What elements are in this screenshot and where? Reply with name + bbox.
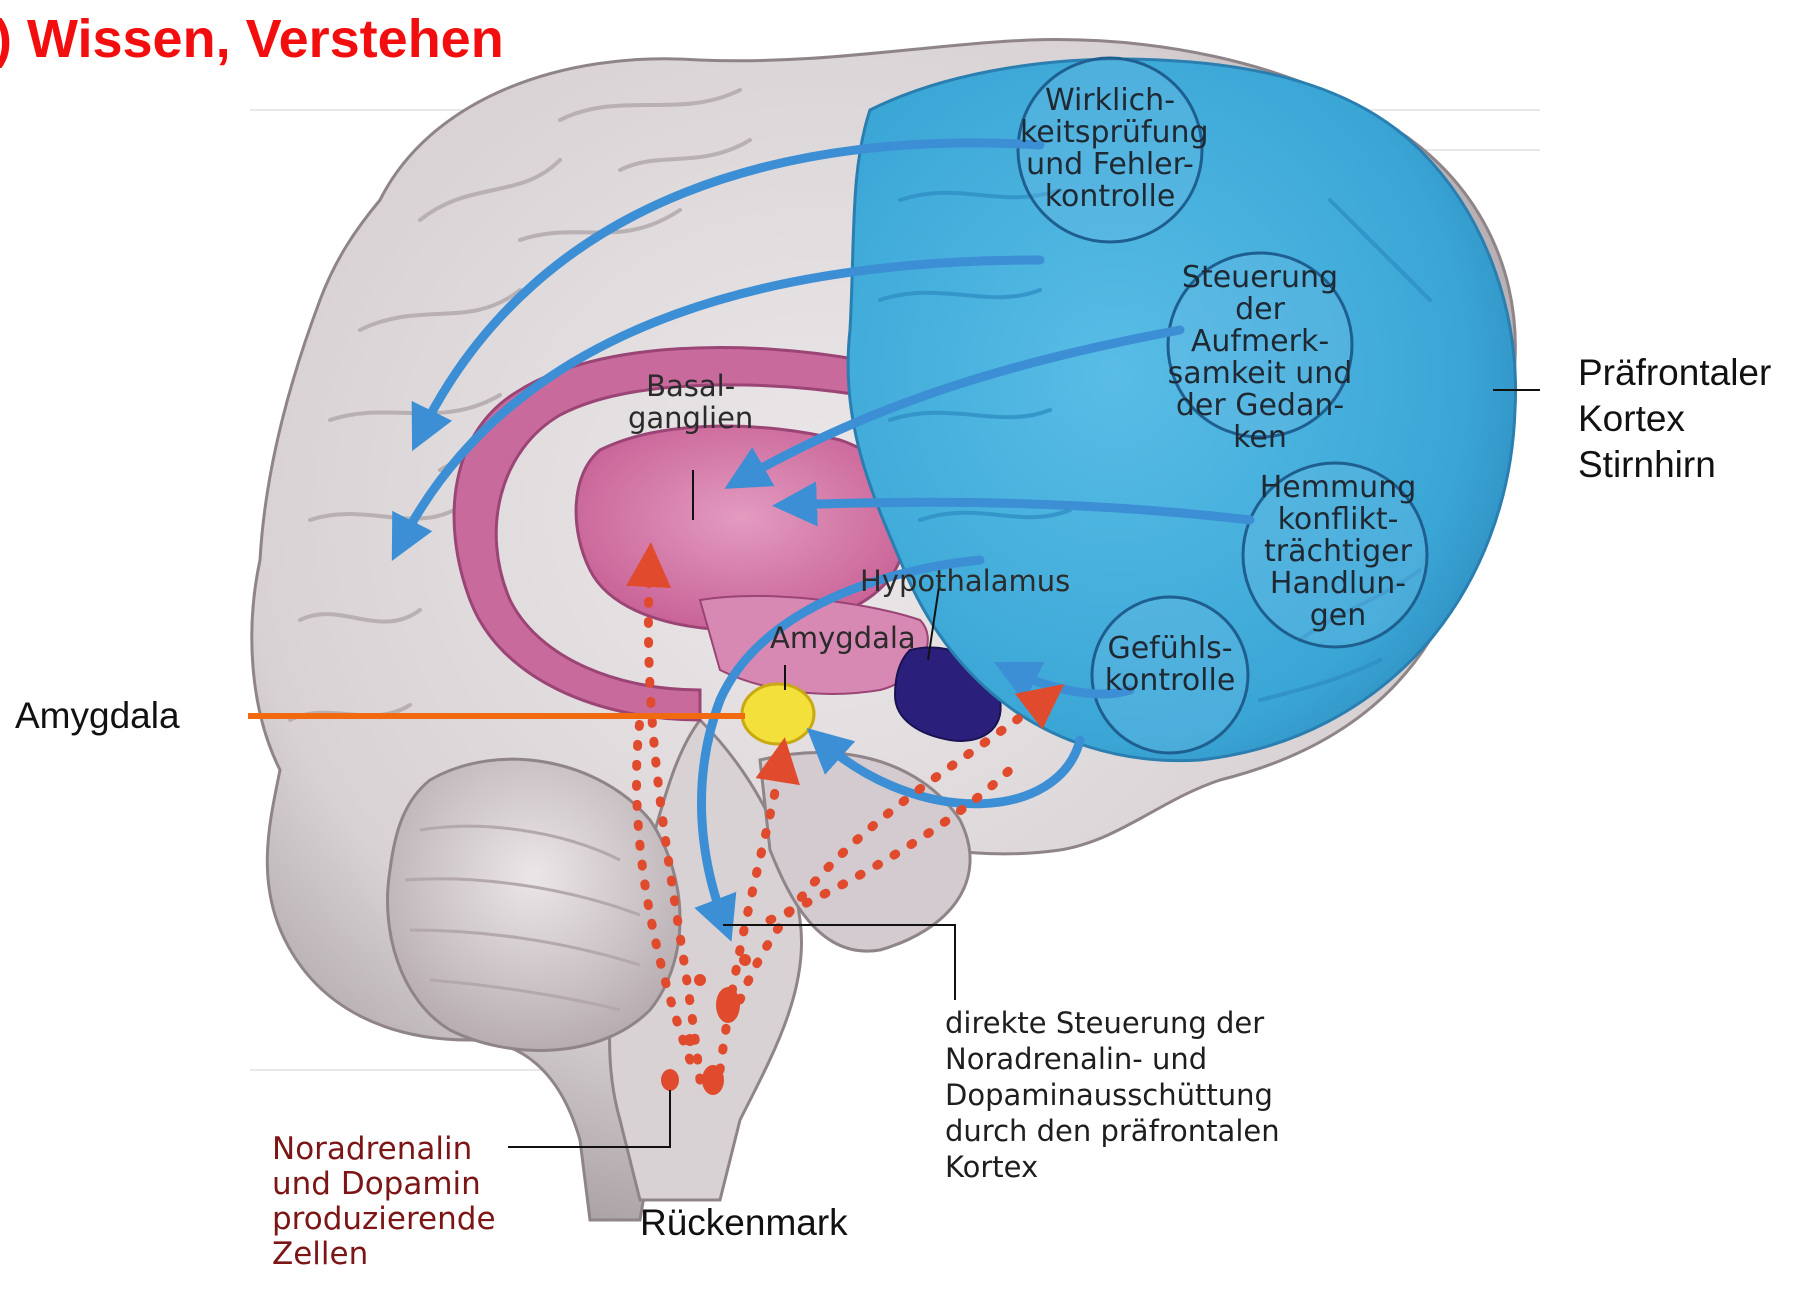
function-inhibition: Hemmung konflikt- trächtiger Handlun- ge… bbox=[1248, 472, 1428, 632]
direkte-steuerung-caption: direkte Steuerung der Noradrenalin- und … bbox=[945, 1005, 1280, 1185]
amygdala-inner-label: Amygdala bbox=[770, 622, 916, 654]
function-reality-check: Wirklich- keitsprüfung und Fehler- kontr… bbox=[1020, 85, 1200, 213]
amygdala-region bbox=[742, 684, 814, 744]
hypothalamus-label: Hypothalamus bbox=[860, 565, 1070, 597]
amygdala-side-label: Amygdala bbox=[15, 693, 180, 739]
basal-ganglia-label: Basal- ganglien bbox=[628, 370, 753, 434]
slide-title: ) Wissen, Verstehen bbox=[0, 8, 504, 70]
rueckenmark-label: Rückenmark bbox=[640, 1200, 848, 1246]
pfc-label: Präfrontaler Kortex Stirnhirn bbox=[1578, 350, 1771, 488]
noradrenalin-caption: Noradrenalin und Dopamin produzierende Z… bbox=[272, 1132, 496, 1272]
function-attention: Steuerung der Aufmerk- samkeit und der G… bbox=[1165, 262, 1355, 454]
function-emotion: Gefühls- kontrolle bbox=[1095, 633, 1245, 697]
